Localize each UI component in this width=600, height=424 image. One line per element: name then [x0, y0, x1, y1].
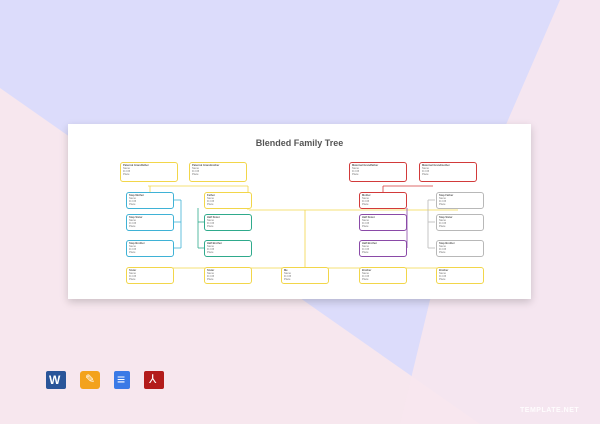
- document-title: Blended Family Tree: [255, 138, 344, 148]
- pages-icon[interactable]: [80, 371, 100, 389]
- format-icons: [46, 371, 164, 391]
- pdf-icon[interactable]: [144, 371, 164, 389]
- family-tree-document: Blended Family Tree: [68, 124, 531, 299]
- word-icon[interactable]: [46, 371, 66, 389]
- watermark-logo: TEMPLATE.NET: [520, 407, 580, 414]
- google-docs-icon[interactable]: [114, 371, 130, 389]
